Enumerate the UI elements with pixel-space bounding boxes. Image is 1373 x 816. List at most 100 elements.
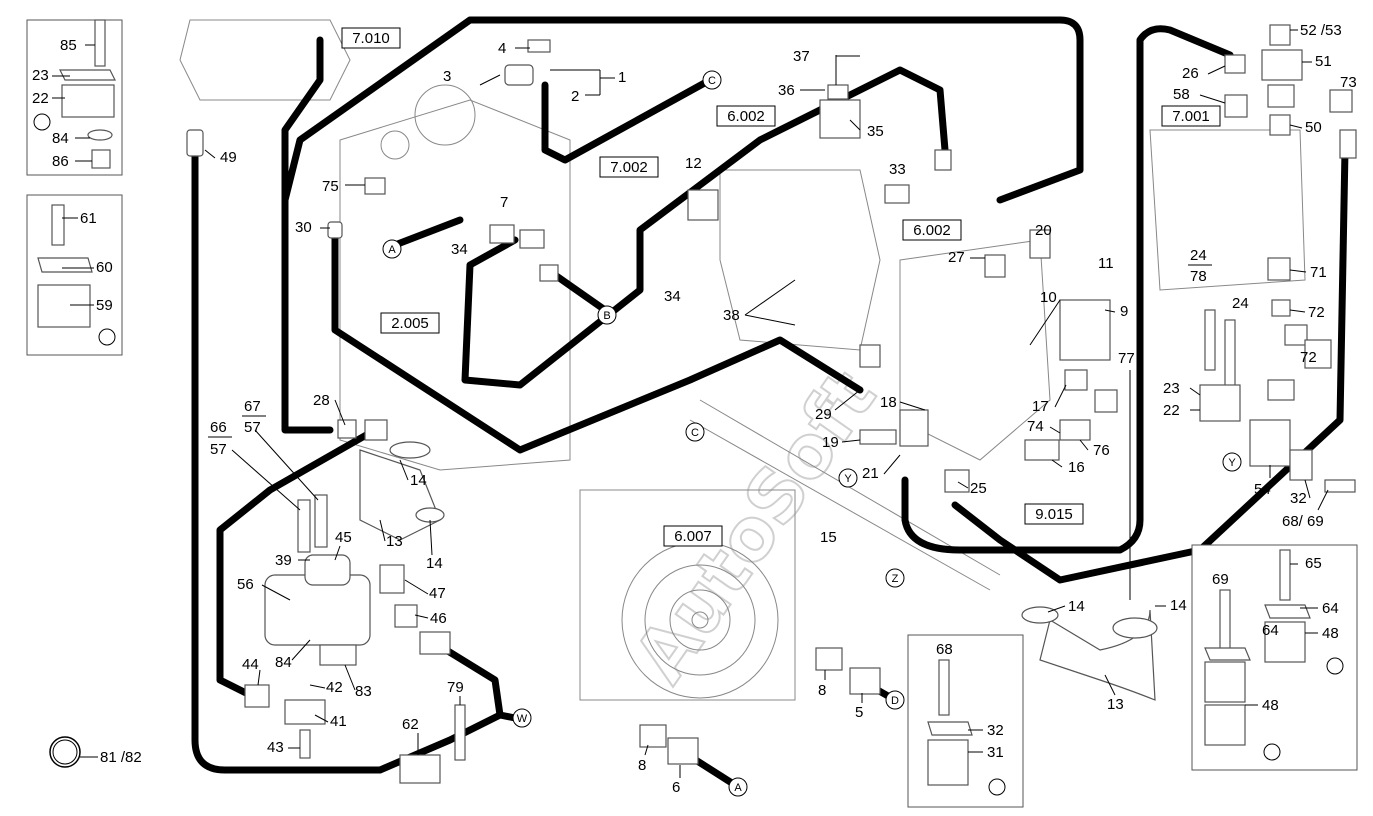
part-label: 15 bbox=[820, 529, 837, 546]
part-label: 43 bbox=[267, 739, 284, 756]
callout-b: B bbox=[603, 310, 610, 322]
callout-c-mid: C bbox=[691, 427, 699, 439]
ref-6007: 6.007 bbox=[674, 528, 712, 545]
hose-7-a bbox=[391, 216, 464, 249]
part-label: 22 bbox=[32, 90, 49, 107]
part-label: 21 bbox=[862, 465, 879, 482]
part-label: 30 bbox=[295, 219, 312, 236]
part-label: 81 /82 bbox=[100, 749, 142, 766]
ref-7010: 7.010 bbox=[352, 30, 390, 47]
part-label: 33 bbox=[889, 161, 906, 178]
part-label: 34 bbox=[664, 288, 681, 305]
part-label: 62 bbox=[402, 716, 419, 733]
part-label: 39 bbox=[275, 552, 292, 569]
ref-7001: 7.001 bbox=[1172, 108, 1210, 125]
part-label: 3 bbox=[443, 68, 451, 85]
part-label: 46 bbox=[430, 610, 447, 627]
part-label: 7 bbox=[500, 194, 508, 211]
part-label: 36 bbox=[778, 82, 795, 99]
part-label: 51 bbox=[1315, 53, 1332, 70]
hose-30 bbox=[331, 226, 864, 454]
part-label: 27 bbox=[948, 249, 965, 266]
hose-b bbox=[551, 271, 609, 314]
ref-6002a: 6.002 bbox=[727, 108, 765, 125]
hose-34 bbox=[461, 66, 949, 389]
part-label: 5 bbox=[855, 704, 863, 721]
callout-a-top: A bbox=[388, 244, 396, 256]
clamp-ring-icon bbox=[49, 736, 81, 768]
ref-6002b: 6.002 bbox=[913, 222, 951, 239]
part-label: 74 bbox=[1027, 418, 1044, 435]
callout-d: D bbox=[891, 695, 899, 707]
part-label: 68/ 69 bbox=[1282, 513, 1324, 530]
part-label: 34 bbox=[451, 241, 468, 258]
part-label: 71 bbox=[1310, 264, 1327, 281]
part-label: 48 bbox=[1322, 625, 1339, 642]
hose-49 bbox=[191, 146, 504, 774]
part-label: 75 bbox=[322, 178, 339, 195]
hose-2 bbox=[541, 76, 714, 164]
part-label: 24 bbox=[1190, 247, 1207, 264]
part-label: 31 bbox=[987, 744, 1004, 761]
part-label: 61 bbox=[80, 210, 97, 227]
part-label: 16 bbox=[1068, 459, 1085, 476]
part-label: 38 bbox=[723, 307, 740, 324]
part-label: 1 bbox=[618, 69, 626, 86]
inset-left-middle bbox=[26, 194, 123, 356]
part-label: 12 bbox=[685, 155, 702, 172]
ref-9015: 9.015 bbox=[1035, 506, 1073, 523]
part-label: 8 bbox=[818, 682, 826, 699]
part-label: 14 bbox=[426, 555, 443, 572]
inset-bottom-center bbox=[907, 634, 1024, 808]
part-label: 54 bbox=[1254, 481, 1271, 498]
part-label: 47 bbox=[429, 585, 446, 602]
ref-7002: 7.002 bbox=[610, 159, 648, 176]
part-label: 23 bbox=[1163, 380, 1180, 397]
part-label: 28 bbox=[313, 392, 330, 409]
fittings bbox=[186, 24, 1357, 784]
part-label: 64 bbox=[1322, 600, 1339, 617]
part-label: 49 bbox=[220, 149, 237, 166]
part-label: 73 bbox=[1340, 74, 1357, 91]
part-label: 26 bbox=[1182, 65, 1199, 82]
hose-9015 bbox=[901, 25, 1234, 554]
part-label: 83 bbox=[355, 683, 372, 700]
part-label: 84 bbox=[52, 130, 69, 147]
hose-top-long bbox=[281, 16, 1084, 204]
part-label: 52 /53 bbox=[1300, 22, 1342, 39]
part-label: 8 bbox=[638, 757, 646, 774]
hose-7010-loop bbox=[281, 36, 334, 434]
part-label: 10 bbox=[1040, 289, 1057, 306]
part-label: 48 bbox=[1262, 697, 1279, 714]
connection-callouts: A B C D A W Y Y Z C bbox=[382, 70, 1242, 797]
leader-lines bbox=[52, 29, 1329, 778]
callout-y-right: Y bbox=[1228, 457, 1236, 469]
part-label: 9 bbox=[1120, 303, 1128, 320]
watermark: AutoSoft bbox=[618, 355, 892, 696]
part-label: 60 bbox=[96, 259, 113, 276]
part-labels: 85 23 22 84 86 61 60 59 49 30 75 7 34 3 … bbox=[32, 22, 1357, 796]
part-label: 77 bbox=[1118, 350, 1135, 367]
part-label: 57 bbox=[210, 441, 227, 458]
part-label: 42 bbox=[326, 679, 343, 696]
part-label: 14 bbox=[1170, 597, 1187, 614]
part-label: 58 bbox=[1173, 86, 1190, 103]
part-label: 37 bbox=[793, 48, 810, 65]
part-label: 59 bbox=[96, 297, 113, 314]
part-label: 78 bbox=[1190, 268, 1207, 285]
part-label: 2 bbox=[571, 88, 579, 105]
hose-66 bbox=[216, 426, 379, 699]
part-label: 69 bbox=[1212, 571, 1229, 588]
part-label: 29 bbox=[815, 406, 832, 423]
part-label: 35 bbox=[867, 123, 884, 140]
part-label: 41 bbox=[330, 713, 347, 730]
part-label: 20 bbox=[1035, 222, 1052, 239]
callout-w: W bbox=[517, 713, 528, 725]
part-label: 76 bbox=[1093, 442, 1110, 459]
part-label: 32 bbox=[1290, 490, 1307, 507]
part-label: 13 bbox=[1107, 696, 1124, 713]
callout-y-mid: Y bbox=[844, 473, 852, 485]
part-label: 6 bbox=[672, 779, 680, 796]
part-label: 25 bbox=[970, 480, 987, 497]
